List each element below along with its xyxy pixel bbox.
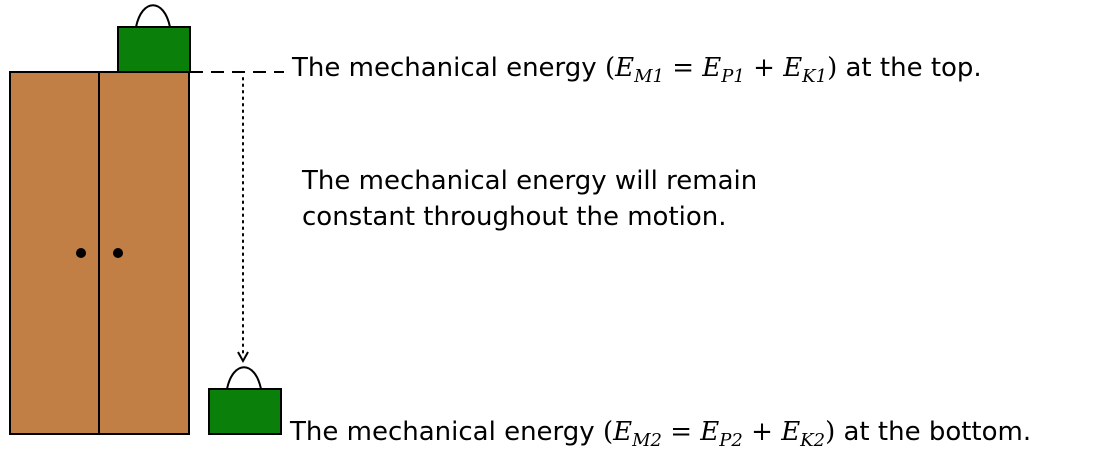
top-lhs-symbol: E [615,53,635,83]
right-door-knob [113,248,123,258]
bottom-term2-symbol: E [781,417,801,447]
bag-top [117,4,191,73]
bag-bottom-handle [226,366,262,390]
top-energy-label: The mechanical energy (EM1 = EP1 + EK1) … [292,53,982,87]
bottom-energy-equation: (EM2 = EP2 + EK2) [602,417,836,451]
bag-top-handle [135,4,171,28]
top-label-prefix: The mechanical energy [292,53,605,83]
bottom-term1-subscript: P2 [719,430,743,451]
top-label-suffix: at the top. [837,53,982,83]
bottom-label-prefix: The mechanical energy [290,417,603,447]
top-lhs-subscript: M1 [634,66,664,87]
top-term2-symbol: E [783,53,803,83]
bottom-lhs-subscript: M2 [632,430,662,451]
wardrobe [9,71,190,435]
conservation-note-line1: The mechanical energy will remain [302,166,758,196]
bottom-lhs-symbol: E [613,417,633,447]
fall-arrowhead [237,351,249,364]
bottom-term1-symbol: E [700,417,720,447]
bag-bottom-body [208,388,282,435]
bottom-energy-label: The mechanical energy (EM2 = EP2 + EK2) … [290,417,1032,451]
top-term2-subscript: K1 [802,66,828,87]
bag-top-body [117,26,191,73]
bag-bottom [208,366,282,435]
bottom-label-suffix: at the bottom. [835,417,1032,447]
top-term1-subscript: P1 [721,66,745,87]
conservation-note-line2: constant throughout the motion. [302,202,727,232]
top-term1-symbol: E [702,53,722,83]
conservation-note: The mechanical energy will remain constan… [302,163,757,235]
wardrobe-right-door [98,71,190,435]
top-energy-equation: (EM1 = EP1 + EK1) [604,53,838,87]
left-door-knob [76,248,86,258]
bottom-term2-subscript: K2 [800,430,826,451]
